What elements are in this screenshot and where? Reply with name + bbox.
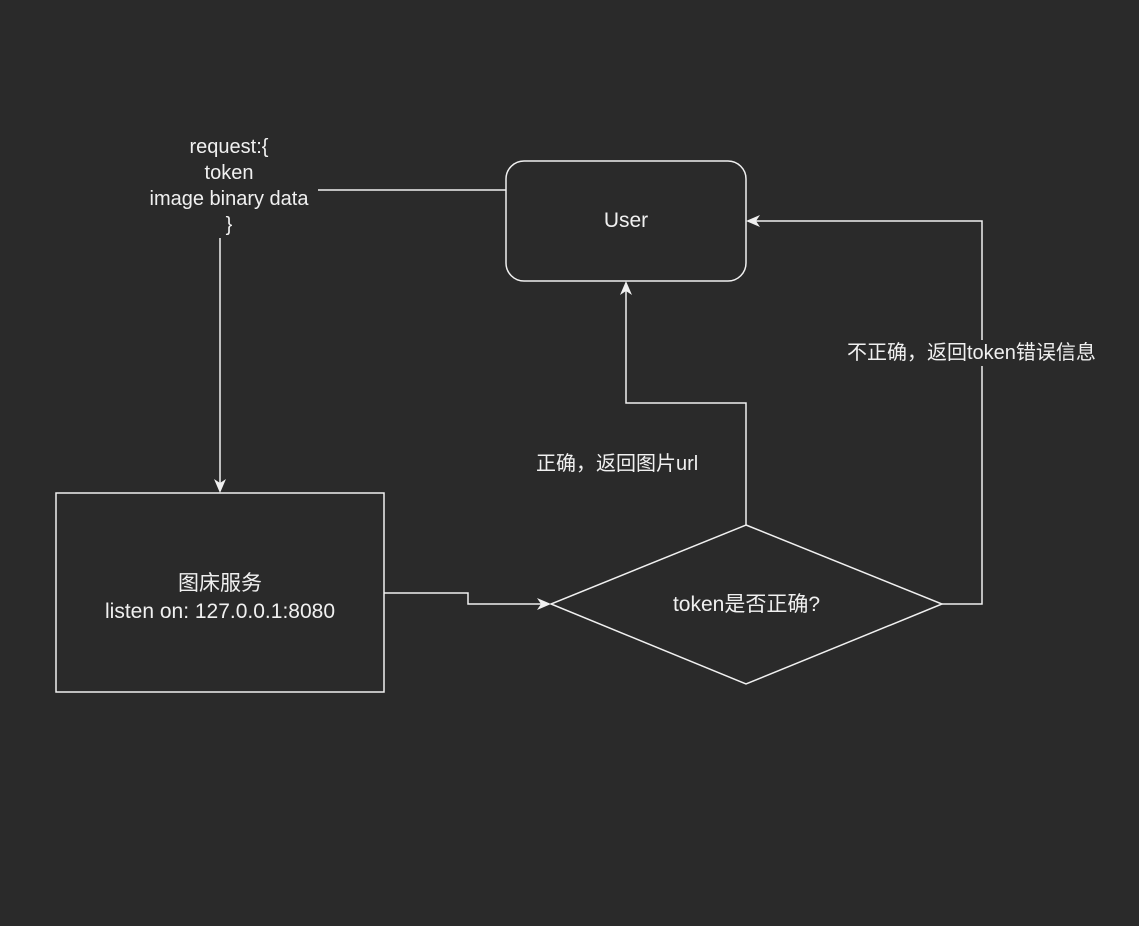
image-service-title: 图床服务	[178, 572, 262, 595]
incorrect-edge-label: 不正确，返回token错误信息	[846, 340, 1097, 366]
user-node-label: User	[603, 209, 649, 232]
request-label-line-1: request:{	[189, 136, 269, 158]
request-label-line-4: }	[225, 214, 233, 236]
image-service-node[interactable]	[55, 492, 385, 693]
edge-incorrect[interactable]	[746, 215, 983, 605]
token-check-decision-node[interactable]	[549, 524, 944, 685]
image-service-listen-address: listen on: 127.0.0.1:8080	[104, 600, 335, 623]
edge-correct[interactable]	[620, 281, 747, 525]
correct-edge-label: 正确，返回图片url	[536, 453, 699, 475]
token-check-label: token是否正确?	[672, 593, 821, 616]
user-node-label-box: User	[506, 161, 746, 281]
edge-service-to-check[interactable]	[384, 592, 551, 610]
image-service-label-box: 图床服务 listen on: 127.0.0.1:8080	[56, 493, 384, 703]
token-check-label-box: token是否正确?	[551, 525, 942, 685]
request-label-line-3: image binary data	[149, 188, 309, 210]
request-label-line-2: token	[204, 162, 254, 184]
request-edge-label: request:{ token image binary data }	[140, 134, 318, 238]
